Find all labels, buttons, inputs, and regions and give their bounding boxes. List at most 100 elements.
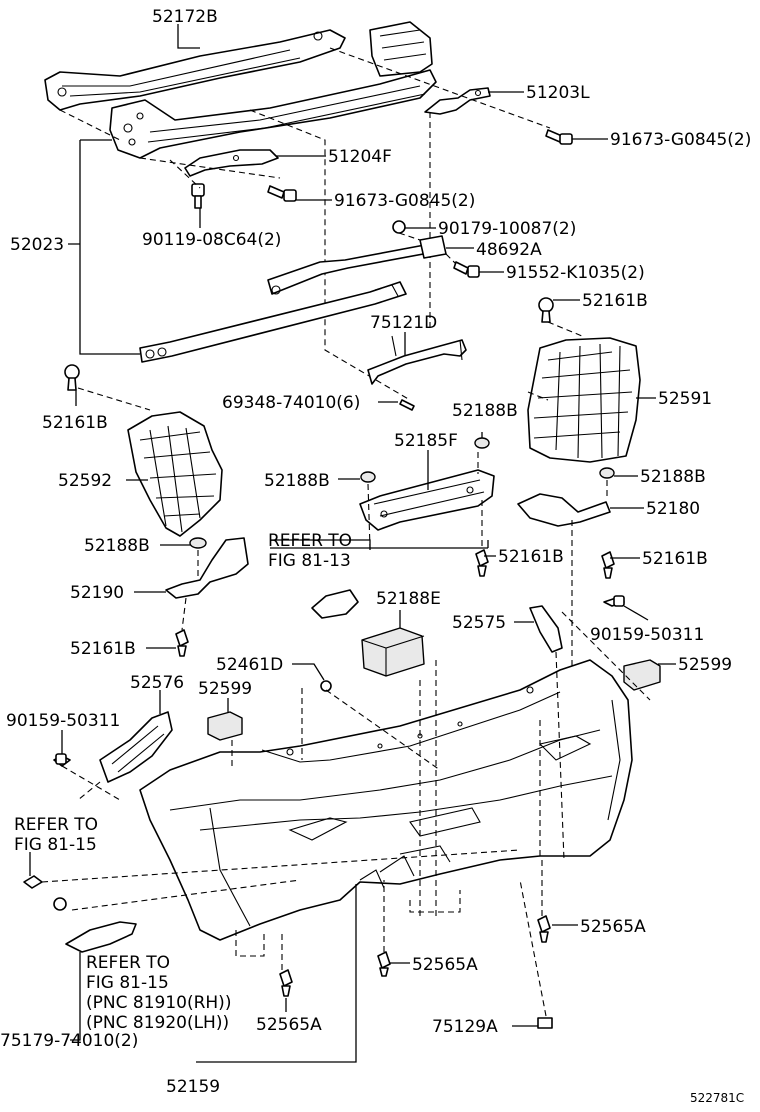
label-refer-fig81-15-line2: FIG 81-15 bbox=[14, 835, 97, 855]
spacer-52188B-left-lower bbox=[189, 537, 207, 549]
label-52592: 52592 bbox=[58, 471, 112, 491]
spacer-52188B-right bbox=[599, 467, 615, 479]
label-52575: 52575 bbox=[452, 613, 506, 633]
clip-52161B-left-lower bbox=[175, 629, 189, 657]
label-52599-right: 52599 bbox=[678, 655, 732, 675]
clip-75129A bbox=[537, 1017, 553, 1029]
bumper-cover-52159 bbox=[139, 659, 633, 941]
label-90159-left: 90159-50311 bbox=[6, 711, 120, 731]
leader-52461D bbox=[292, 663, 325, 681]
bracket-52185F bbox=[359, 469, 495, 531]
screw-90159-right bbox=[603, 595, 625, 607]
screw-90159-left bbox=[53, 753, 71, 767]
label-52565A-left: 52565A bbox=[256, 1015, 322, 1035]
label-refer-pnc-line2: FIG 81-15 bbox=[86, 973, 169, 993]
reinforcement-52023 bbox=[109, 69, 437, 159]
label-52461D: 52461D bbox=[216, 655, 283, 675]
label-75121D: 75121D bbox=[370, 313, 437, 333]
leader-90159-right bbox=[623, 605, 649, 621]
label-52565A-right: 52565A bbox=[580, 917, 646, 937]
liner-52591 bbox=[527, 337, 641, 463]
bracket-51204F bbox=[184, 149, 279, 177]
label-refer-pnc-line4: (PNC 81920(LH)) bbox=[86, 1013, 229, 1033]
label-52185F: 52185F bbox=[394, 431, 458, 451]
label-refer-fig81-15-line1: REFER TO bbox=[14, 815, 98, 835]
label-52161B-mid-right: 52161B bbox=[498, 547, 564, 567]
leader-52172B bbox=[177, 24, 200, 49]
bolt-91673-left bbox=[267, 185, 297, 202]
bolt-91673-right bbox=[545, 129, 573, 145]
label-48692A: 48692A bbox=[476, 240, 542, 260]
label-75179: 75179-74010(2) bbox=[0, 1031, 138, 1051]
bracket-52575 bbox=[529, 605, 563, 653]
label-52188E: 52188E bbox=[376, 589, 441, 609]
pad-52599-right bbox=[623, 659, 661, 691]
label-90119: 90119-08C64(2) bbox=[142, 230, 281, 250]
label-52188B-left: 52188B bbox=[264, 471, 330, 491]
bolt-91552 bbox=[453, 261, 480, 278]
pad-52599-left bbox=[207, 711, 243, 741]
bracket-52190 bbox=[165, 537, 249, 599]
bumper-reinforcement-52172B bbox=[44, 21, 433, 111]
diagram-code: 522781C bbox=[690, 1091, 744, 1105]
leader-52023 bbox=[68, 139, 140, 355]
bracket-51203L bbox=[424, 87, 491, 115]
label-52188B-right: 52188B bbox=[640, 467, 706, 487]
label-69348: 69348-74010(6) bbox=[222, 393, 360, 413]
label-91673-right: 91673-G0845(2) bbox=[610, 130, 751, 150]
label-91673-left: 91673-G0845(2) bbox=[334, 191, 475, 211]
label-refer-fig81-13-line2: FIG 81-13 bbox=[268, 551, 351, 571]
clip-69348 bbox=[399, 399, 415, 411]
label-52188B-center: 52188B bbox=[452, 401, 518, 421]
label-52161B-top-right: 52161B bbox=[582, 291, 648, 311]
leader-fig81-13 bbox=[270, 539, 496, 557]
spacer-52188B-left bbox=[360, 471, 376, 483]
label-91552: 91552-K1035(2) bbox=[506, 263, 645, 283]
clip-52161B-left-top bbox=[64, 364, 80, 391]
label-52159: 52159 bbox=[166, 1077, 220, 1097]
label-52161B-left-lower: 52161B bbox=[70, 639, 136, 659]
label-52599-left: 52599 bbox=[198, 679, 252, 699]
label-refer-fig81-13-line1: REFER TO bbox=[268, 531, 352, 551]
nut-90179 bbox=[392, 220, 406, 234]
retainer-75121D bbox=[367, 335, 467, 385]
pad-52188E bbox=[361, 627, 425, 677]
spacer-52188B-center bbox=[474, 437, 490, 449]
label-52023: 52023 bbox=[10, 235, 64, 255]
rod-48692A bbox=[139, 235, 447, 363]
label-52161B-far-right: 52161B bbox=[642, 549, 708, 569]
clip-52161B-far-right bbox=[601, 551, 615, 579]
clip-52161B-top-right bbox=[538, 297, 554, 323]
clip-fig81-15 bbox=[23, 875, 67, 911]
retainer-52576 bbox=[99, 711, 173, 783]
label-90179: 90179-10087(2) bbox=[438, 219, 576, 239]
clip-52565A-right bbox=[537, 915, 551, 943]
label-52161B-left-top: 52161B bbox=[42, 413, 108, 433]
label-52576: 52576 bbox=[130, 673, 184, 693]
clip-52161B-mid-right bbox=[475, 549, 489, 577]
clip-52565A-center bbox=[377, 951, 391, 977]
bolt-90119 bbox=[191, 183, 205, 209]
label-52188B-left-lower: 52188B bbox=[84, 536, 150, 556]
clip-52565A-left bbox=[279, 969, 293, 997]
bracket-52180 bbox=[517, 493, 611, 527]
leader-75179 bbox=[70, 952, 81, 1041]
label-52180: 52180 bbox=[646, 499, 700, 519]
label-52591: 52591 bbox=[658, 389, 712, 409]
liner-52592 bbox=[127, 411, 223, 537]
label-52172B: 52172B bbox=[152, 7, 218, 27]
label-75129A: 75129A bbox=[432, 1017, 498, 1037]
label-51204F: 51204F bbox=[328, 147, 392, 167]
reflector-81910-81920 bbox=[65, 921, 137, 953]
label-90159-right: 90159-50311 bbox=[590, 625, 704, 645]
leader-52159 bbox=[196, 884, 357, 1063]
label-refer-pnc-line1: REFER TO bbox=[86, 953, 170, 973]
clip-52461D bbox=[320, 680, 332, 692]
label-51203L: 51203L bbox=[526, 83, 590, 103]
label-52190: 52190 bbox=[70, 583, 124, 603]
label-52565A-center: 52565A bbox=[412, 955, 478, 975]
lamp-bracket-fig81-13 bbox=[311, 589, 359, 619]
label-refer-pnc-line3: (PNC 81910(RH)) bbox=[86, 993, 231, 1013]
